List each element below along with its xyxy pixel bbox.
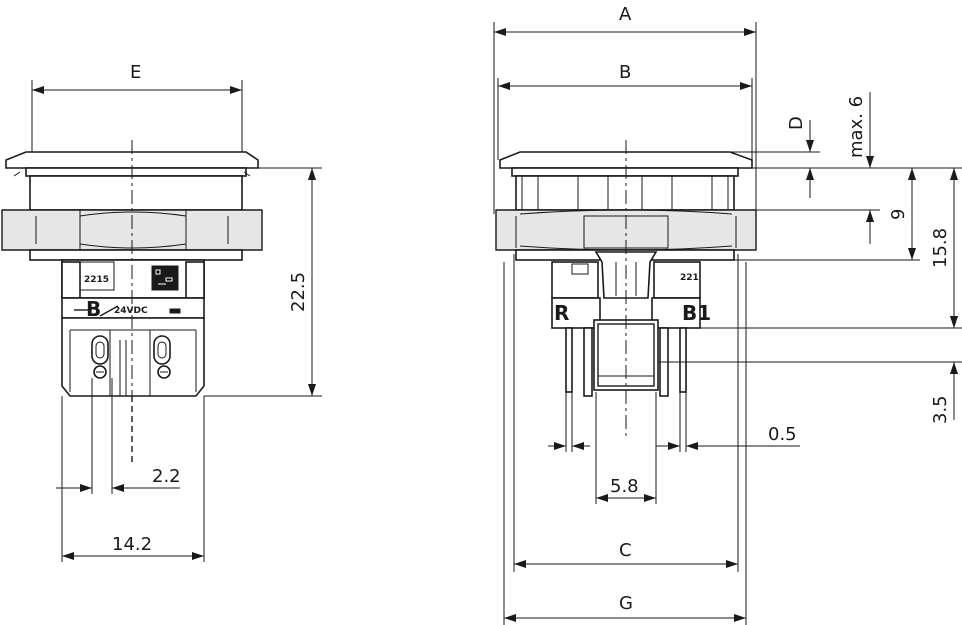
- dim-3-5-label: 3.5: [930, 395, 951, 424]
- dim-22-5-label: 22.5: [288, 272, 309, 312]
- dim-15-8-label: 15.8: [930, 228, 951, 268]
- dim-B-label: B: [619, 62, 631, 83]
- pin-left-outer: [565, 327, 573, 393]
- dim-9-label: 9: [888, 209, 909, 220]
- side-body-upper: [29, 175, 243, 211]
- part-number-label: 2215: [84, 275, 109, 285]
- voltage-label: 24VDC: [114, 306, 148, 316]
- side-view: 2215 B 24VDC: [1, 140, 263, 466]
- terminal-slot-left: [91, 335, 109, 365]
- pin-right-outer: [679, 327, 687, 393]
- side-mounting-nut: [1, 209, 263, 251]
- terminal-b1-label: B1: [682, 301, 711, 325]
- side-flange: [29, 249, 243, 261]
- front-view: 221 R B1: [495, 140, 757, 440]
- terminal-slot-right: [153, 335, 171, 365]
- part-number-right-label: 221: [680, 273, 699, 283]
- dim-14-2-label: 14.2: [112, 534, 152, 555]
- dim-G-label: G: [619, 593, 633, 614]
- dim-5-8-label: 5.8: [610, 476, 639, 497]
- dim-0-5-label: 0.5: [768, 424, 797, 445]
- dim-max6-label: max. 6: [846, 96, 867, 158]
- pin-left-inner: [583, 327, 593, 397]
- dim-C-label: C: [619, 540, 632, 561]
- dim-2-2-label: 2.2: [152, 466, 181, 487]
- terminal-r-label: R: [554, 301, 569, 325]
- side-dimensions: E 22.5 2.2 14.2: [31, 62, 322, 562]
- front-body-upper: [515, 175, 735, 211]
- dim-E-label: E: [130, 62, 141, 83]
- side-bezel: [25, 167, 247, 177]
- front-block-right: [653, 261, 701, 299]
- front-block-left: [551, 261, 599, 299]
- dim-A-label: A: [619, 4, 632, 25]
- front-bezel: [511, 167, 739, 177]
- terminal-b-label: B: [86, 297, 101, 321]
- front-dimensions: A B D max. 6 9 15.8 3.5: [493, 4, 962, 625]
- center-module: [593, 319, 659, 391]
- front-mounting-nut: [495, 209, 757, 251]
- dim-D-label: D: [786, 116, 807, 130]
